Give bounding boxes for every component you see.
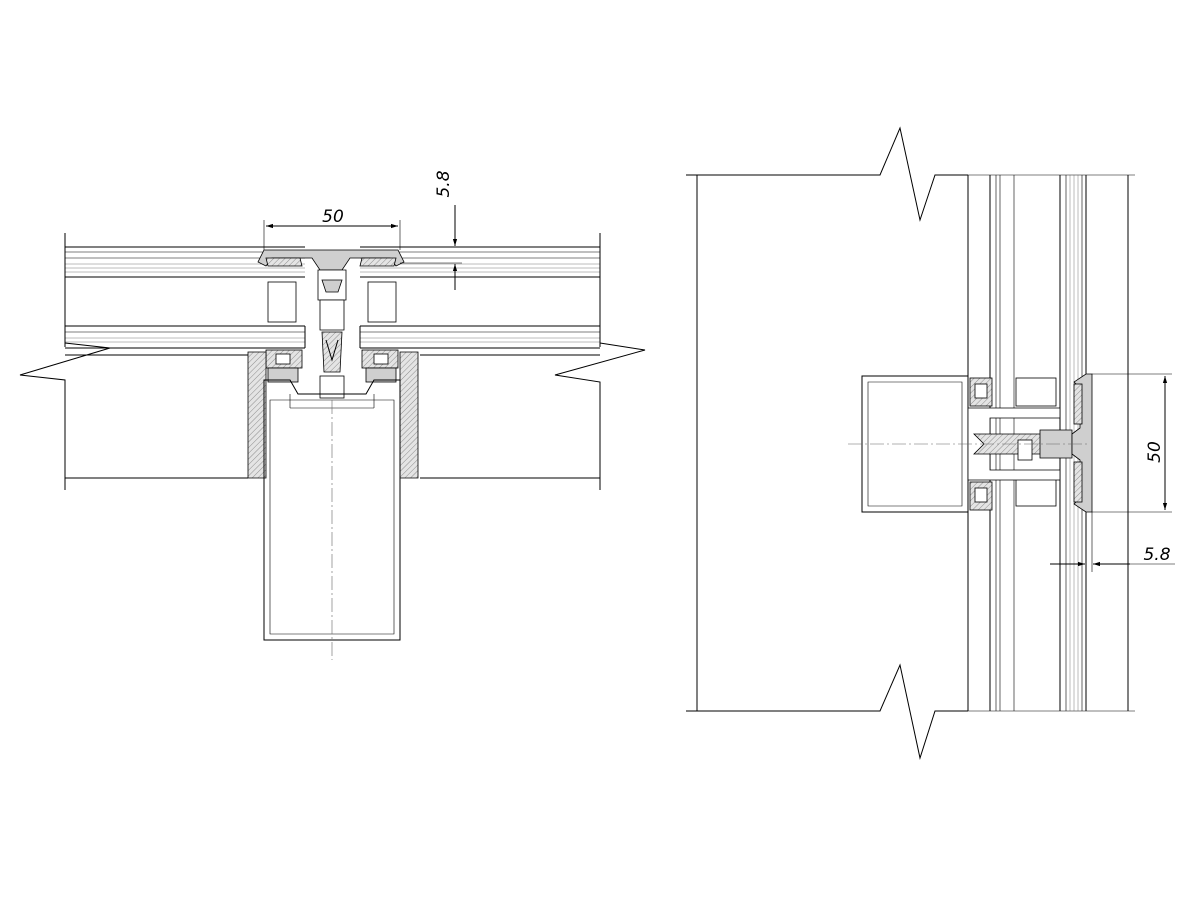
inner-gasket-left	[265, 349, 303, 383]
glass-unit-left	[64, 233, 306, 349]
transom-tube	[861, 375, 969, 513]
wall-slab-left	[19, 342, 248, 490]
center-clip	[317, 269, 347, 399]
dimension-width-left: 50	[263, 207, 401, 250]
cap-gasket-right	[359, 257, 397, 267]
trim-right	[399, 351, 419, 479]
dimension-depth-left: 5.8	[400, 170, 462, 290]
glass-unit-right	[359, 233, 601, 349]
dimension-depth-right: 5.8	[1050, 512, 1175, 572]
cap-gasket-upper	[1073, 383, 1083, 425]
left-horizontal-section: 50 5.8	[19, 170, 646, 660]
dimension-5-8-label-right: 5.8	[1143, 545, 1170, 565]
trim-left	[247, 351, 267, 479]
cap-gasket-left	[265, 257, 303, 267]
wall-slab-right	[420, 342, 646, 490]
transom-gaskets	[969, 377, 993, 511]
dimension-5-8-label-left: 5.8	[434, 170, 454, 197]
dimension-50-label-right: 50	[1145, 441, 1165, 463]
inner-gasket-right	[361, 349, 399, 383]
right-vertical-section: 50 5.8	[686, 126, 1175, 760]
cap-gasket-lower	[1073, 461, 1083, 503]
dimension-width-right: 50	[1092, 373, 1172, 513]
dimension-50-label: 50	[322, 207, 344, 227]
